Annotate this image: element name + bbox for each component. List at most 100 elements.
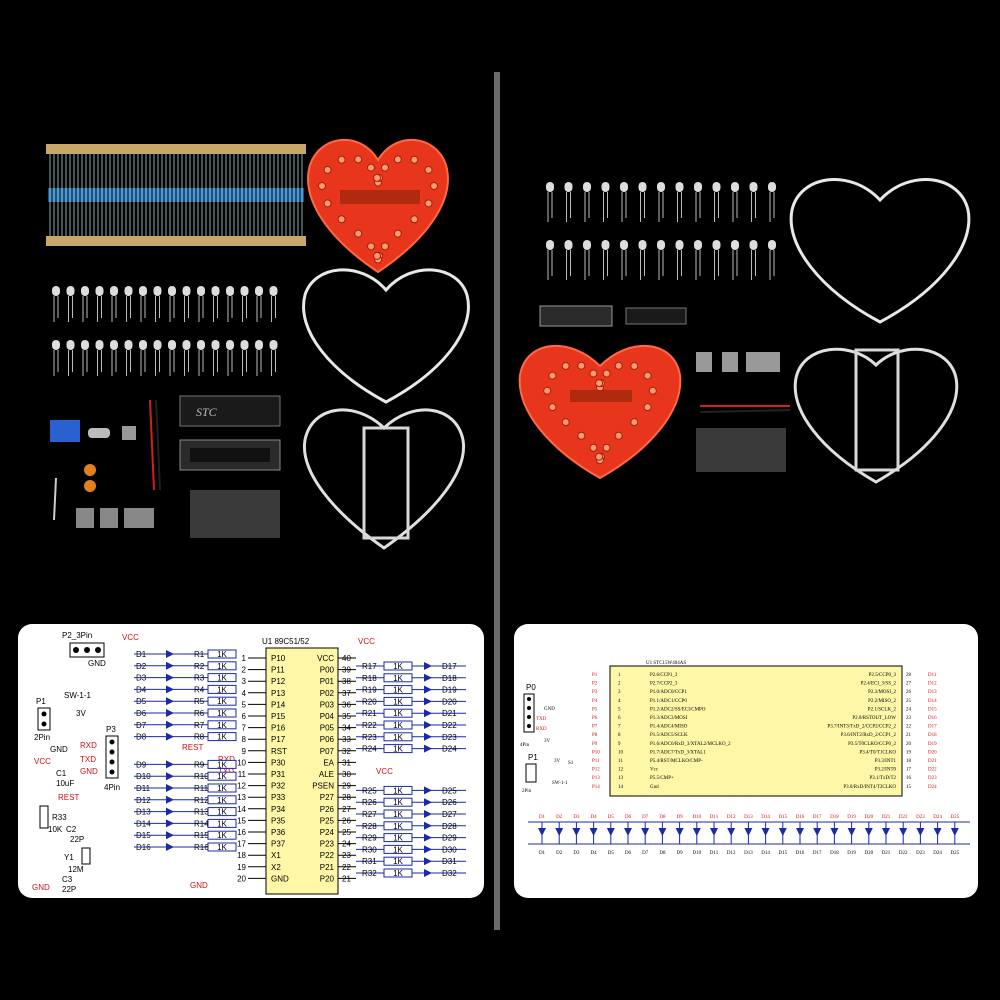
led-label: D27 — [442, 810, 457, 819]
ic-pin-label: P10 — [271, 654, 286, 663]
pcb-led-pad — [589, 443, 598, 452]
resistor-symbol — [383, 868, 413, 878]
gnd-label: GND — [50, 745, 68, 754]
pin-number: 9 — [242, 747, 247, 756]
net-label: D14 — [928, 699, 937, 704]
resistor-label: R12 — [194, 796, 209, 805]
pin-number: 33 — [342, 735, 351, 744]
pin-number: 5 — [618, 707, 621, 712]
resistor-value: 1K — [217, 662, 227, 671]
pcb-led-pad — [561, 418, 570, 427]
led — [269, 286, 278, 296]
net-label: D13 — [928, 690, 937, 695]
ic-pin-label: PSEN — [312, 782, 334, 791]
net-label: D12 — [928, 682, 937, 687]
pcb-led-pad — [577, 431, 586, 440]
foam-pad-right — [696, 428, 786, 472]
s1-label: S1 — [568, 761, 574, 766]
net-label: P14 — [592, 785, 600, 790]
vcc-label: VCC — [376, 767, 393, 776]
v3-label: 3V — [544, 739, 551, 744]
resistor-body — [212, 188, 216, 202]
led-label: D17 — [813, 851, 822, 856]
led-label: D29 — [442, 834, 457, 843]
resistor-body — [60, 188, 64, 202]
pcb-led-pad — [648, 386, 657, 395]
pin-number: 13 — [618, 776, 624, 781]
resistor-value: 1K — [217, 674, 227, 683]
led — [712, 240, 721, 250]
led-label: D9 — [677, 815, 684, 820]
resistor-value: 1K — [393, 662, 403, 671]
led-label: D18 — [442, 674, 457, 683]
ic-pin-label: P06 — [320, 735, 335, 744]
ic-pin-label: P35 — [271, 816, 286, 825]
led — [564, 182, 573, 192]
c1-label: C1 — [56, 769, 67, 778]
led — [52, 340, 60, 350]
resistor-label: R29 — [362, 834, 377, 843]
ic-pin-label: P02 — [320, 689, 335, 698]
led — [124, 286, 133, 296]
pin-number: 3 — [618, 690, 621, 695]
right-schematic: U1 STC15W404ASP2.6/CCP1_31P1P2.7/CCP2_32… — [520, 661, 970, 856]
pin-number: 19 — [906, 750, 912, 755]
pcb-led-pad — [602, 443, 611, 452]
led-label: D1 — [539, 815, 546, 820]
resistor-body — [80, 188, 84, 202]
led — [269, 340, 278, 350]
resistor-value: 1K — [217, 709, 227, 718]
resistor-symbol — [207, 720, 237, 730]
pin-number: 17 — [237, 840, 246, 849]
resistor-body — [100, 188, 104, 202]
led-label: D9 — [136, 760, 147, 769]
gnd-label: GND — [544, 707, 555, 712]
pcb-led-pad — [643, 371, 652, 380]
left-kit-components-photo: STC — [46, 138, 470, 550]
resistor-value: 1K — [217, 831, 227, 840]
resistor-label: R3 — [194, 674, 205, 683]
pin-number: 18 — [237, 851, 246, 860]
resistor-symbol — [383, 844, 413, 854]
pin-number: 28 — [906, 673, 912, 678]
resistor-symbol — [383, 744, 413, 754]
c1-value: 10uF — [56, 779, 74, 788]
led — [731, 182, 739, 192]
pin-number: 10 — [237, 758, 246, 767]
pin-number: 11 — [238, 770, 247, 779]
resistor-body — [84, 188, 88, 202]
led-label: D21 — [882, 851, 891, 856]
pcb-led-pad — [367, 242, 375, 251]
net-label: D11 — [928, 673, 937, 678]
pin — [109, 769, 115, 775]
switch-label: SW-1-1 — [552, 781, 568, 786]
resistor-value: 1K — [393, 869, 403, 878]
pcb-led-pad — [643, 403, 652, 412]
net-label: D16 — [928, 716, 937, 721]
pcb-led-pad — [595, 379, 604, 388]
pcb-led-pad — [630, 362, 639, 371]
resistor-body — [132, 188, 136, 202]
pin-number: 21 — [342, 874, 351, 883]
net-label: D20 — [928, 750, 937, 755]
ic-pin-label: P25 — [320, 816, 335, 825]
pin-number: 28 — [342, 793, 351, 802]
resistor-value: 1K — [217, 650, 227, 659]
pin-number: 4 — [242, 689, 247, 698]
resistor-body — [52, 188, 56, 202]
led-label: D23 — [916, 815, 925, 820]
pin-number: 27 — [906, 682, 912, 687]
resistor-label: R7 — [194, 721, 205, 730]
ic-u1-title: U1 89C51/52 — [262, 637, 310, 646]
resistor-body — [180, 188, 184, 202]
led-label: D7 — [642, 851, 649, 856]
resistor-symbol — [383, 821, 413, 831]
ic-pin-label: P1.0/ADC0/CCP1 — [650, 690, 687, 695]
net-label: P9 — [592, 742, 598, 747]
pcb-led-pad — [373, 173, 382, 182]
pin — [41, 711, 47, 717]
resistor-value: 1K — [217, 808, 227, 817]
ic-pin-label: P1.6/ADC6/RxD_3/XTAL2/MCLKO_2 — [650, 742, 731, 747]
